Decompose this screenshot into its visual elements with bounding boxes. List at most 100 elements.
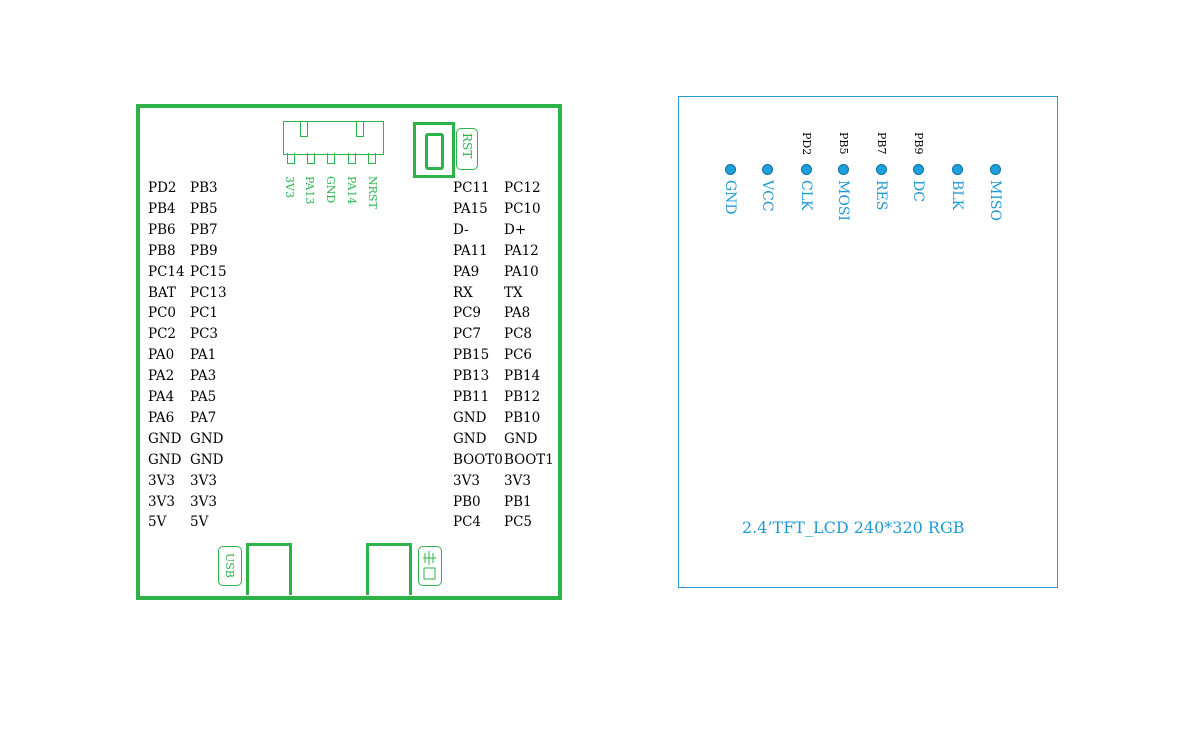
pin-label: 3V3 [190, 472, 217, 489]
pin-label: PA15 [453, 200, 488, 217]
pin-label: GND [148, 451, 182, 468]
rst-label: RST [460, 133, 474, 159]
pin-label: PB5 [190, 200, 218, 217]
pin-label: PB4 [148, 200, 176, 217]
swd-label-pa14: PA14 [345, 176, 358, 205]
pin-label: PB7 [190, 221, 218, 238]
pin-label: PA11 [453, 242, 488, 259]
pin-label: PA9 [453, 263, 480, 280]
pin-label: 3V3 [504, 472, 531, 489]
pin-label: PB1 [504, 493, 532, 510]
pin-label: GND [190, 451, 224, 468]
pin-label: RX [453, 284, 473, 301]
header-tab [300, 122, 308, 137]
battery-icon [423, 551, 436, 580]
pin-label: 3V3 [453, 472, 480, 489]
lcd-pin-pad [913, 164, 924, 175]
swd-label-nrst: NRST [366, 176, 379, 209]
pin-label: D- [453, 221, 469, 238]
pin-label: PB6 [148, 221, 176, 238]
pin-label: PC4 [453, 514, 482, 531]
pin-label: BAT [148, 284, 176, 301]
header-pin [287, 153, 295, 164]
swd-label-3v3: 3V3 [283, 176, 296, 198]
lcd-pin-pad [725, 164, 736, 175]
pin-label: PC12 [504, 180, 541, 196]
pin-label: PA3 [190, 368, 217, 385]
header-pin [368, 153, 376, 164]
usb-label-box: USB [218, 546, 242, 586]
pin-label: PA2 [148, 368, 175, 385]
usb-port [246, 543, 292, 595]
lcd-pin-label: DC [910, 180, 926, 202]
pin-label: PA7 [190, 409, 217, 426]
lcd-mcu-pin-label: PD2 [800, 132, 813, 156]
lcd-pin-pad [801, 164, 812, 175]
pin-label: PA0 [148, 347, 175, 364]
lcd-pin-label: MISO [987, 180, 1003, 221]
pin-label: PC6 [504, 347, 533, 364]
pin-label: GND [148, 430, 182, 447]
pin-label: GND [504, 430, 538, 447]
pin-label: PC5 [504, 514, 533, 531]
battery-connector [366, 543, 412, 595]
swd-label-pa13: PA13 [303, 176, 316, 205]
pin-label: GND [190, 430, 224, 447]
reset-button-cap [425, 133, 444, 170]
lcd-mcu-pin-label: PB9 [912, 132, 925, 155]
pin-label: 3V3 [148, 493, 175, 510]
pin-label: PB11 [453, 389, 490, 405]
lcd-pin-label: BLK [949, 180, 965, 211]
pin-label: PC7 [453, 326, 482, 343]
pin-label: PB9 [190, 242, 218, 259]
pin-label: GND [453, 430, 487, 447]
swd-header [283, 121, 384, 155]
pin-label: PA6 [148, 409, 175, 426]
pin-label: PA4 [148, 389, 175, 405]
header-tab [356, 122, 364, 137]
pin-label: PB15 [453, 347, 490, 364]
reset-button[interactable] [413, 122, 455, 178]
pin-label: PB10 [504, 409, 541, 426]
pin-label: PC15 [190, 263, 227, 280]
lcd-caption: 2.4’TFT_LCD 240*320 RGB [742, 518, 965, 537]
pin-label: PC0 [148, 305, 177, 322]
tft-lcd-module [678, 96, 1058, 588]
lcd-pin-label: RES [873, 180, 889, 211]
lcd-pin-label: MOSI [835, 180, 851, 221]
rst-label-box: RST [456, 128, 478, 170]
pin-label: PA8 [504, 305, 531, 322]
lcd-pin-label: VCC [759, 180, 775, 212]
lcd-mcu-pin-label: PB5 [837, 132, 850, 155]
swd-label-gnd: GND [324, 176, 337, 204]
pin-label: BOOT0 [453, 451, 503, 468]
pin-label: PB0 [453, 493, 481, 510]
pin-label: PB13 [453, 368, 490, 385]
pin-label: 5V [190, 514, 209, 531]
battery-icon-box [418, 546, 442, 586]
lcd-pin-label: CLK [798, 180, 814, 211]
lcd-pin-label: GND [722, 180, 738, 215]
pin-label: PA1 [190, 347, 217, 364]
pin-label: PD2 [148, 180, 177, 196]
pin-label: GND [453, 409, 487, 426]
header-pin [327, 153, 335, 164]
pin-label: 3V3 [148, 472, 175, 489]
pin-label: D+ [504, 221, 527, 238]
lcd-pin-pad [838, 164, 849, 175]
lcd-pin-pad [762, 164, 773, 175]
pin-label: PC3 [190, 326, 219, 343]
pin-label: 3V3 [190, 493, 217, 510]
pin-label: PC11 [453, 180, 490, 196]
lcd-mcu-pin-label: PB7 [875, 132, 888, 155]
pin-label: PC8 [504, 326, 533, 343]
pin-label: PA5 [190, 389, 217, 405]
mcu-board [136, 104, 562, 600]
lcd-pin-pad [952, 164, 963, 175]
pin-label: PC13 [190, 284, 227, 301]
pin-label: PC14 [148, 263, 185, 280]
pin-label: PB3 [190, 180, 218, 196]
pin-label: PA10 [504, 263, 539, 280]
lcd-pin-pad [990, 164, 1001, 175]
pin-label: TX [504, 284, 523, 301]
